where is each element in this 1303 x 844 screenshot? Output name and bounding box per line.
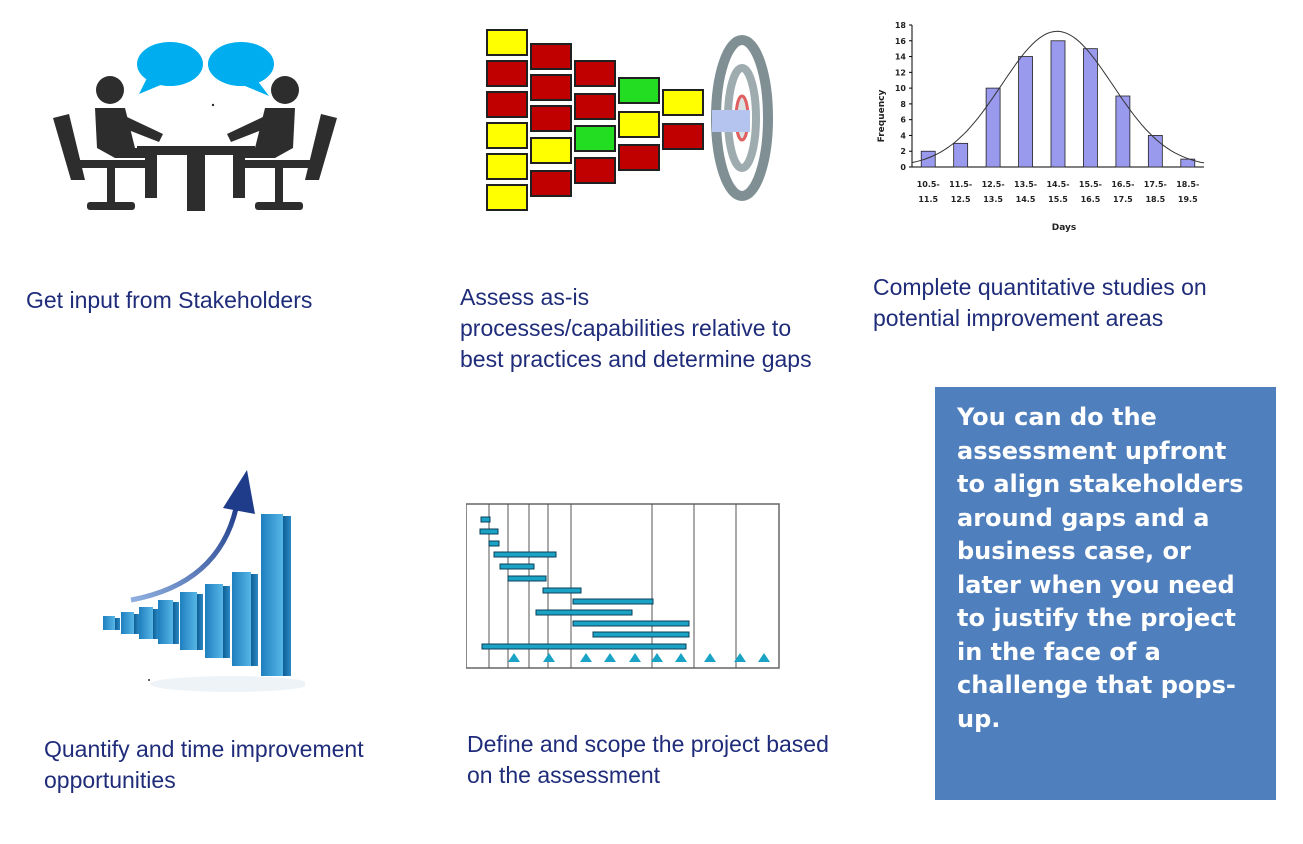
chart-x-tick-label: 17.5 xyxy=(1113,195,1133,204)
chart-x-tick-label: 12.5- xyxy=(982,180,1005,189)
callout-text: You can do the assessment upfront to ali… xyxy=(957,403,1244,733)
chart-y-tick-label: 4 xyxy=(900,131,906,140)
chart-x-tick-label: 14.5 xyxy=(1016,195,1036,204)
chart-bar xyxy=(1018,56,1033,168)
chart-y-axis-label: Frequency xyxy=(877,90,887,143)
gantt-chart-icon xyxy=(466,503,780,669)
chart-y-tick-label: 16 xyxy=(895,37,907,46)
chart-x-tick-label: 18.5- xyxy=(1176,180,1199,189)
chart-bar xyxy=(1083,48,1098,168)
callout-box: You can do the assessment upfront to ali… xyxy=(935,387,1276,800)
chart-x-tick-label: 11.5 xyxy=(918,195,938,204)
chart-x-tick-label: 19.5 xyxy=(1178,195,1198,204)
chart-x-tick-label: 16.5- xyxy=(1111,180,1134,189)
chart-x-tick-label: 15.5 xyxy=(1048,195,1068,204)
chart-y-tick-label: 10 xyxy=(895,84,907,93)
chart-y-tick-label: 14 xyxy=(895,53,907,62)
normal-curve-line xyxy=(911,30,1205,164)
chart-x-tick-label: 14.5- xyxy=(1046,180,1069,189)
chart-x-tick-label: 13.5- xyxy=(1014,180,1037,189)
meeting-people-icon xyxy=(53,42,337,211)
chart-x-tick-label: 16.5 xyxy=(1081,195,1101,204)
chart-x-tick-label: 10.5- xyxy=(917,180,940,189)
chart-x-tick-label: 13.5 xyxy=(983,195,1003,204)
caption-quantify-opportunities: Quantify and time improvement opportunit… xyxy=(44,736,364,793)
chart-y-tick-label: 8 xyxy=(900,100,906,109)
chart-bar xyxy=(1115,95,1131,168)
chart-x-tick-label: 18.5 xyxy=(1145,195,1165,204)
chart-y-tick-label: 18 xyxy=(895,21,907,30)
chart-y-tick-label: 6 xyxy=(900,116,906,125)
chart-x-tick-label: 17.5- xyxy=(1144,180,1167,189)
chart-y-tick-label: 0 xyxy=(900,163,906,172)
caption-assess-processes: Assess as-is processes/capabilities rela… xyxy=(460,284,812,372)
caption-define-scope: Define and scope the project based on th… xyxy=(467,731,829,788)
chart-x-tick-label: 15.5- xyxy=(1079,180,1102,189)
chart-x-axis-label: Days xyxy=(1052,223,1077,233)
caption-get-input: Get input from Stakeholders xyxy=(26,287,313,313)
chart-x-tick-label: 12.5 xyxy=(951,195,971,204)
chart-bar xyxy=(985,87,1001,168)
chart-y-tick-label: 2 xyxy=(900,147,906,156)
growth-bars-arrow-icon xyxy=(103,470,305,692)
gap-blocks-target-icon xyxy=(486,29,773,211)
chart-bar xyxy=(920,150,936,168)
chart-bar xyxy=(1180,158,1196,168)
caption-quantitative-studies: Complete quantitative studies on potenti… xyxy=(873,274,1207,331)
chart-bar xyxy=(1147,135,1163,168)
frequency-histogram-chart: 0 2 4 6 8 10 12 14 16 18 10.5- 11.5 11.5- 12.5 12.5- 13… xyxy=(877,21,1205,233)
chart-y-tick-label: 12 xyxy=(895,68,906,77)
chart-x-tick-label: 11.5- xyxy=(949,180,972,189)
chart-bar xyxy=(1050,40,1066,168)
chart-bar xyxy=(953,142,969,168)
